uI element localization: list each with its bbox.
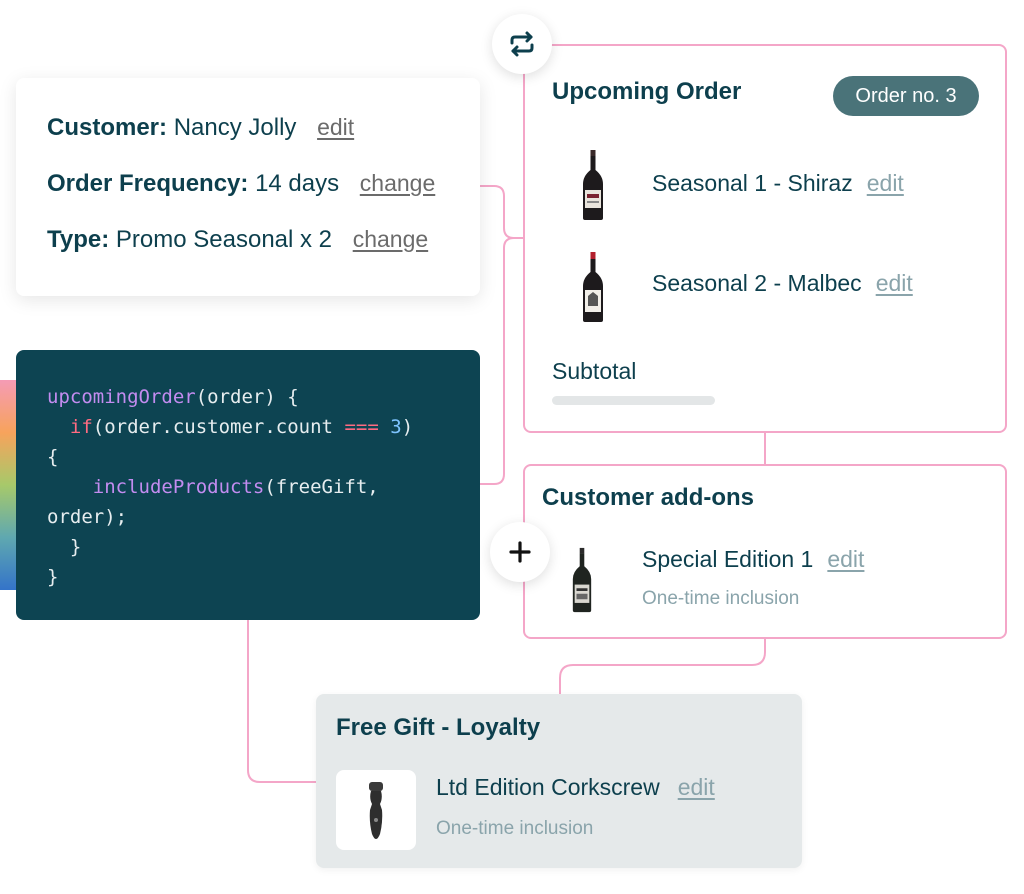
connector-addons-to-gift	[559, 639, 766, 694]
product-name-shiraz: Seasonal 1 - Shiraz	[652, 170, 853, 196]
code-line: }	[47, 562, 413, 592]
subtotal-placeholder-bar	[552, 396, 715, 405]
wine-bottle-icon	[583, 150, 603, 220]
frequency-label: Order Frequency:	[47, 170, 249, 197]
addons-title: Customer add-ons	[542, 484, 755, 511]
upcoming-order-card: Upcoming Order Order no. 3 Seasonal 1 - …	[523, 44, 1007, 433]
upcoming-order-title: Upcoming Order	[552, 78, 742, 105]
wine-bottle-icon	[583, 252, 603, 322]
gift-inclusion-note: One-time inclusion	[436, 818, 594, 839]
type-label: Type:	[47, 226, 110, 253]
code-line: order);	[47, 502, 413, 532]
code-block: upcomingOrder(order) { if(order.customer…	[47, 382, 413, 592]
product-special-edition: Special Edition 1 edit	[642, 546, 864, 573]
code-token: )	[401, 416, 414, 438]
add-addon-button[interactable]	[490, 522, 550, 582]
code-token: }	[47, 536, 82, 558]
code-line: upcomingOrder(order) {	[47, 382, 413, 412]
customer-addons-card: Customer add-ons Special Edition 1 edit O…	[523, 464, 1007, 639]
plus-icon	[509, 541, 531, 563]
code-line: if(order.customer.count === 3)	[47, 412, 413, 442]
code-token: }	[47, 566, 59, 588]
code-line: includeProducts(freeGift,	[47, 472, 413, 502]
connector-code-to-order	[480, 237, 515, 485]
type-row: Type: Promo Seasonal x 2 change	[47, 226, 428, 254]
corkscrew-icon	[369, 782, 383, 839]
gradient-accent-strip	[0, 380, 16, 590]
frequency-value: 14 days	[255, 170, 340, 197]
sync-button[interactable]	[492, 14, 552, 74]
customer-edit-link[interactable]: edit	[317, 114, 355, 140]
free-gift-title: Free Gift - Loyalty	[336, 714, 541, 741]
product-corkscrew: Ltd Edition Corkscrew edit	[436, 774, 715, 801]
code-line: }	[47, 532, 413, 562]
product-name-corkscrew: Ltd Edition Corkscrew	[436, 774, 660, 800]
type-change-link[interactable]: change	[352, 226, 429, 252]
product-name-special-edition: Special Edition 1	[642, 546, 814, 572]
code-token: ===	[344, 416, 379, 438]
customer-row: Customer: Nancy Jolly edit	[47, 114, 354, 142]
code-token: (order) {	[195, 386, 299, 408]
customer-label: Customer:	[47, 114, 168, 141]
code-token	[47, 476, 93, 498]
product-name-malbec: Seasonal 2 - Malbec	[652, 270, 862, 296]
free-gift-card: Free Gift - Loyalty Ltd Edition Corkscre…	[316, 694, 802, 868]
addon-inclusion-note: One-time inclusion	[642, 588, 800, 609]
customer-info-card: Customer: Nancy Jolly edit Order Frequen…	[16, 78, 480, 296]
order-number-badge: Order no. 3	[833, 76, 979, 116]
wine-bottle-icon	[572, 547, 592, 613]
code-token: {	[47, 446, 59, 468]
edit-special-edition-link[interactable]: edit	[827, 546, 865, 572]
code-token	[379, 416, 390, 438]
edit-malbec-link[interactable]: edit	[875, 270, 913, 296]
code-token: if	[69, 416, 93, 438]
type-value: Promo Seasonal x 2	[115, 226, 333, 253]
product-malbec: Seasonal 2 - Malbec edit	[652, 270, 913, 297]
customer-name: Nancy Jolly	[173, 114, 297, 141]
subtotal-label: Subtotal	[552, 358, 637, 384]
code-snippet-card: upcomingOrder(order) { if(order.customer…	[16, 350, 480, 620]
product-shiraz: Seasonal 1 - Shiraz edit	[652, 170, 904, 197]
frequency-row: Order Frequency: 14 days change	[47, 170, 435, 198]
corkscrew-thumbnail	[336, 770, 416, 850]
frequency-change-link[interactable]: change	[359, 170, 436, 196]
connector-customer-to-order	[480, 185, 524, 239]
sync-arrows-icon	[510, 31, 534, 57]
code-token: order);	[47, 506, 128, 528]
code-line: {	[47, 442, 413, 472]
edit-shiraz-link[interactable]: edit	[866, 170, 904, 196]
code-token: (order.customer.count	[92, 416, 345, 438]
connector-code-to-gift	[247, 620, 316, 783]
code-token: upcomingOrder	[47, 386, 196, 408]
code-token: includeProducts	[92, 476, 265, 498]
code-token	[47, 416, 70, 438]
code-token: 3	[390, 416, 402, 438]
edit-corkscrew-link[interactable]: edit	[677, 774, 715, 800]
code-token: (freeGift,	[264, 476, 379, 498]
